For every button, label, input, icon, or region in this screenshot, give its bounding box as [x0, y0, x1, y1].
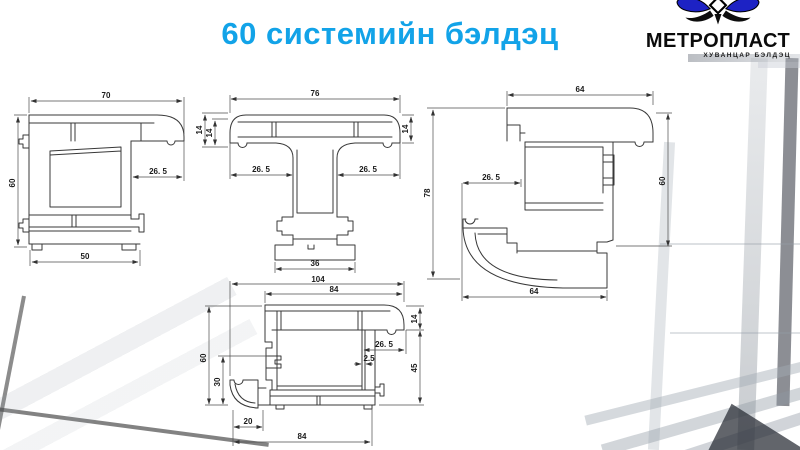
dim-label-frame-top: 70 — [102, 91, 111, 100]
dim-label-frame-rebate: 26. 5 — [149, 167, 167, 176]
logo-brand: МЕТРОПЛАСТ — [645, 30, 791, 52]
bg-slat-2 — [600, 379, 800, 450]
dim-label-zsash-bottom-left: 20 — [244, 417, 253, 426]
dim-label-zsash-right-upper: 14 — [410, 314, 419, 323]
dim-label-mullion-right: 14 — [401, 124, 410, 133]
dim-label-mullion-left-inner: 14 — [205, 128, 214, 137]
bg-shadow-triangle — [706, 403, 800, 450]
dim-label-zsash-right-lower: 45 — [410, 363, 419, 372]
dim-label-zsash-left-lower: 30 — [213, 377, 222, 386]
dim-label-sash-bottom: 64 — [530, 287, 539, 296]
dim-label-mullion-bottom: 36 — [311, 259, 320, 268]
dim-label-mullion-left-outer: 14 — [195, 125, 204, 134]
bg-horizontal-rail-1 — [660, 243, 800, 245]
dim-label-zsash-top-inner: 84 — [330, 285, 339, 294]
bg-horizontal-rail-2 — [670, 332, 800, 334]
logo-butterfly-icon — [676, 0, 760, 25]
drawing-sash-profile: 64 78 60 26. 5 64 — [423, 85, 672, 301]
dim-label-sash-rebate: 26. 5 — [482, 173, 500, 182]
dim-label-sash-left: 78 — [423, 188, 432, 197]
dim-label-sash-right: 60 — [658, 176, 667, 185]
dim-label-mullion-rebate-right: 26. 5 — [359, 165, 377, 174]
bg-window-bar-steep — [0, 295, 26, 450]
bg-slat-1 — [584, 356, 800, 426]
drawing-frame-profile: 70 60 26. 5 50 — [8, 91, 185, 266]
bg-window-frame-right-dark — [776, 57, 799, 407]
dim-label-mullion-rebate-left: 26. 5 — [252, 165, 270, 174]
logo-tagline: ХУВАНЦАР БЭЛДЭЦ — [703, 52, 791, 59]
dim-label-sash-top: 64 — [576, 85, 585, 94]
drawing-zsash-profile: 104 84 60 30 14 45 26. 5 2.5 20 84 — [199, 275, 424, 446]
dim-label-frame-bottom: 50 — [81, 252, 90, 261]
dim-label-mullion-top: 76 — [311, 89, 320, 98]
metroplast-logo: МЕТРОПЛАСТ ХУВАНЦАР БЭЛДЭЦ — [642, 0, 794, 59]
slide-title: 60 системийн бэлдэц — [221, 16, 559, 51]
drawing-mullion-profile: 76 14 14 14 26. 5 26. 5 36 — [195, 89, 414, 273]
bg-slat-3 — [618, 405, 800, 450]
dim-label-zsash-bottom: 84 — [298, 432, 307, 441]
bg-window-frame-right-2 — [737, 57, 768, 450]
bg-band-under-logo-2 — [758, 62, 800, 68]
dim-label-zsash-wall: 2.5 — [363, 354, 375, 363]
dim-label-zsash-left: 60 — [199, 353, 208, 362]
dim-label-zsash-rebate: 26. 5 — [375, 340, 393, 349]
dim-label-zsash-top-outer: 104 — [311, 275, 325, 284]
dim-label-frame-left: 60 — [8, 178, 17, 187]
